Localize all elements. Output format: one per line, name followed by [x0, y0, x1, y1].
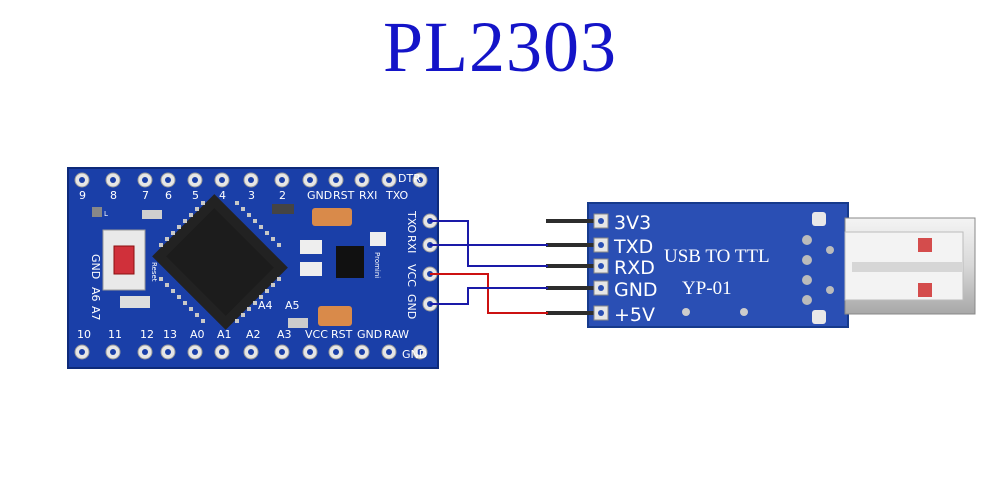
- header-pin: [546, 264, 598, 268]
- wires: [430, 220, 548, 314]
- usb-ttl-label: USB TO TTL: [664, 246, 770, 267]
- mid-label-a5: A5: [285, 299, 300, 312]
- top-pin-label: TXO: [385, 189, 409, 202]
- bottom-pin-label: RAW: [384, 328, 409, 341]
- header-pin: [546, 286, 598, 290]
- top-pin-label: 8: [110, 189, 117, 202]
- right-pin-label: VCC: [405, 264, 418, 287]
- bottom-pin-label: 10: [77, 328, 91, 341]
- yp01-label: YP-01: [682, 278, 732, 299]
- smd-component: [92, 207, 102, 217]
- top-pin-label: 7: [142, 189, 149, 202]
- left-label-a6: A6: [89, 287, 102, 302]
- smd-component: [370, 232, 386, 246]
- mid-label-a4: A4: [258, 299, 273, 312]
- usb-pin-label: RXD: [614, 257, 655, 279]
- top-pin-label: RST: [333, 189, 355, 202]
- usb-pin-label: TXD: [613, 236, 653, 258]
- top-pin-label: 4: [219, 189, 226, 202]
- bottom-pin-label: A1: [217, 328, 232, 341]
- right-pin-label: RXI: [405, 235, 418, 253]
- wire-txo-rxd: [430, 220, 548, 267]
- top-pin-label: RXI: [359, 189, 377, 202]
- reset-button: Reset: [102, 229, 158, 291]
- bottom-pin-label: 13: [163, 328, 177, 341]
- bottom-pin-label: A2: [246, 328, 261, 341]
- top-pin-label: 9: [79, 189, 86, 202]
- right-pin-label: GND: [405, 294, 418, 319]
- usb-pin-label: +5V: [614, 304, 655, 326]
- promini-label: Promini: [373, 252, 381, 278]
- reset-label: Reset: [150, 262, 158, 282]
- left-label-gnd: GND: [89, 254, 102, 279]
- header-pin: [546, 219, 598, 223]
- top-pin-label: 5: [192, 189, 199, 202]
- left-label-a7: A7: [89, 306, 102, 321]
- bottom-pin-label: GND: [357, 328, 382, 341]
- top-pin-label: 6: [165, 189, 172, 202]
- capacitor: [312, 208, 352, 226]
- bottom-pin-label: A0: [190, 328, 205, 341]
- wire-gnd-gnd: [430, 287, 548, 305]
- diagram-title: PL2303: [382, 7, 618, 87]
- mcu-chip: [152, 194, 288, 330]
- capacitor: [318, 306, 352, 326]
- led-label: L: [104, 210, 108, 218]
- dtr-label: DTR: [398, 172, 421, 185]
- usb-pin-label: 3V3: [614, 212, 651, 234]
- bottom-pin-label: 11: [108, 328, 122, 341]
- smd-component: [300, 262, 322, 276]
- bottom-pin-label: RST: [331, 328, 353, 341]
- bottom-gnd-label: GND: [402, 348, 427, 361]
- bottom-pin-label: VCC: [305, 328, 328, 341]
- bottom-pin-label: 12: [140, 328, 154, 341]
- smd-component: [300, 240, 322, 254]
- bottom-pin-label: A3: [277, 328, 292, 341]
- top-pin-label: 2: [279, 189, 286, 202]
- wire-vcc-5v: [430, 273, 548, 314]
- header-pin: [546, 311, 598, 315]
- right-pin-label: TXO: [405, 210, 418, 234]
- regulator-chip: [336, 246, 364, 278]
- smd-component: [120, 296, 150, 308]
- header-pin: [546, 243, 598, 247]
- usb-pin-label: GND: [614, 279, 658, 301]
- top-pin-label: GND: [307, 189, 332, 202]
- top-pin-label: 3: [248, 189, 255, 202]
- smd-component: [272, 204, 294, 214]
- smd-component: [288, 318, 308, 328]
- smd-component: [142, 210, 162, 219]
